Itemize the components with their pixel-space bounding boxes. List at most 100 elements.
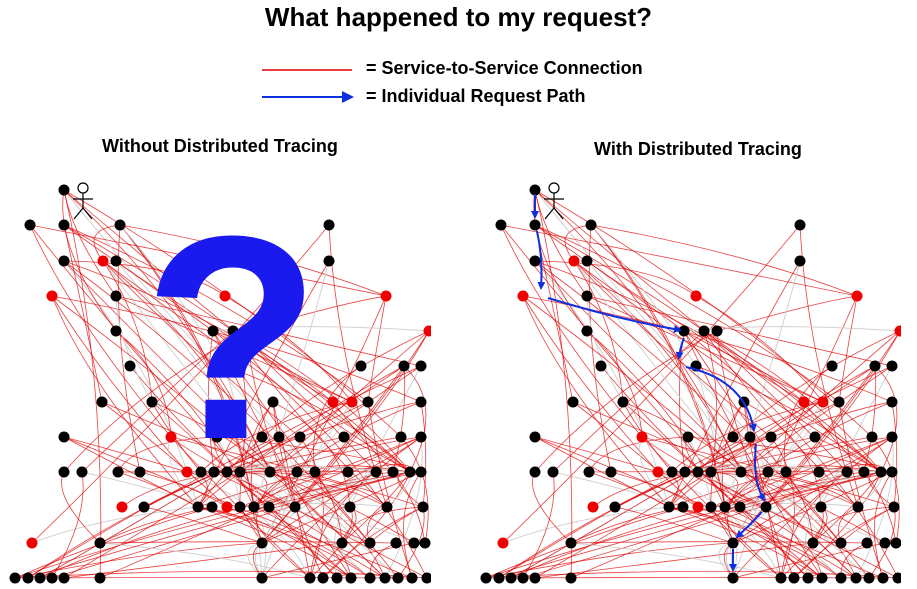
request-path-arrow (547, 297, 682, 333)
service-node (273, 431, 285, 443)
service-node (719, 501, 731, 513)
service-node (744, 431, 756, 443)
service-connection-edge (63, 436, 199, 508)
service-node (835, 572, 847, 584)
service-connection-edge (683, 330, 842, 544)
service-node-highlighted (380, 290, 392, 302)
service-connection-edge (392, 365, 406, 473)
service-node (585, 219, 597, 231)
service-node (364, 572, 376, 584)
service-connection-edge (510, 436, 751, 579)
service-connection-edge (485, 506, 684, 579)
service-connection-edge (671, 401, 824, 473)
service-node-highlighted (798, 396, 810, 408)
service-node (816, 572, 828, 584)
service-node (256, 431, 268, 443)
service-node (114, 219, 126, 231)
service-connection-edge (668, 506, 842, 579)
service-connection-edge (294, 330, 430, 508)
service-node (679, 466, 691, 478)
service-node (705, 466, 717, 478)
service-connection-edge (724, 471, 865, 508)
service-node (206, 501, 218, 513)
service-connection-edge (115, 295, 422, 367)
service-node (94, 572, 106, 584)
service-node-highlighted (568, 255, 580, 267)
service-node (248, 501, 260, 513)
faint-edge (710, 502, 859, 508)
service-connection-edge (239, 471, 388, 508)
faint-edge (253, 260, 330, 508)
service-connection-edge (697, 471, 899, 579)
service-node (517, 572, 529, 584)
service-node (323, 219, 335, 231)
service-connection-edge (697, 506, 823, 579)
service-connection-edge (226, 506, 352, 579)
service-node (762, 466, 774, 478)
service-connection-edge (588, 224, 612, 473)
faint-edge (349, 365, 422, 508)
service-connection-edge (564, 224, 592, 262)
service-node (833, 396, 845, 408)
service-node (892, 572, 901, 584)
service-connection-edge (213, 471, 371, 544)
service-node (794, 255, 806, 267)
service-node (879, 537, 891, 549)
red-line-swatch (262, 69, 352, 71)
service-node (863, 572, 875, 584)
service-node (698, 325, 710, 337)
service-node (850, 572, 862, 584)
service-node (841, 466, 853, 478)
service-node (565, 537, 577, 549)
service-connection-edge (261, 365, 405, 544)
service-connection-edge (269, 365, 422, 473)
service-connection-edge (743, 401, 795, 579)
service-node (134, 466, 146, 478)
legend-service-connection-label: = Service-to-Service Connection (366, 58, 643, 78)
service-connection-edge (63, 224, 103, 403)
service-node (342, 466, 354, 478)
service-connection-edge (586, 330, 643, 438)
service-node-highlighted (517, 290, 529, 302)
service-connection-edge (573, 260, 772, 438)
service-connection-edge (684, 471, 842, 544)
service-connection-edge (622, 401, 809, 579)
service-node-highlighted (692, 501, 704, 513)
service-connection-edge (534, 189, 573, 579)
service-node (529, 184, 541, 196)
faint-edge (740, 471, 842, 579)
service-node (735, 466, 747, 478)
service-node (682, 431, 694, 443)
service-node (263, 501, 275, 513)
service-connection-edge (703, 330, 859, 508)
service-connection-edge (261, 471, 377, 544)
service-connection-edge (716, 295, 858, 332)
service-connection-edge (253, 471, 394, 508)
service-node (869, 360, 881, 372)
service-node (211, 431, 223, 443)
service-node (419, 537, 431, 549)
service-connection-edge (724, 401, 893, 508)
service-node (529, 572, 541, 584)
service-node (370, 466, 382, 478)
service-node (529, 466, 541, 478)
service-connection-edge (573, 260, 882, 473)
service-node (192, 501, 204, 513)
service-node (76, 466, 88, 478)
service-connection-edge (197, 365, 405, 508)
faint-edge (31, 506, 199, 544)
service-connection-edge (102, 260, 411, 473)
service-node (609, 501, 621, 513)
service-node (58, 431, 70, 443)
service-node-highlighted (165, 431, 177, 443)
service-connection-edge (51, 295, 422, 403)
blue-arrow-swatch (262, 91, 354, 103)
service-connection-edge (534, 330, 718, 473)
service-connection-edge (232, 330, 388, 508)
service-node-highlighted (219, 290, 231, 302)
service-connection-edge (891, 401, 898, 508)
service-connection-edge (99, 541, 397, 544)
service-node (605, 466, 617, 478)
service-node (309, 466, 321, 478)
service-connection-edge (63, 436, 188, 473)
